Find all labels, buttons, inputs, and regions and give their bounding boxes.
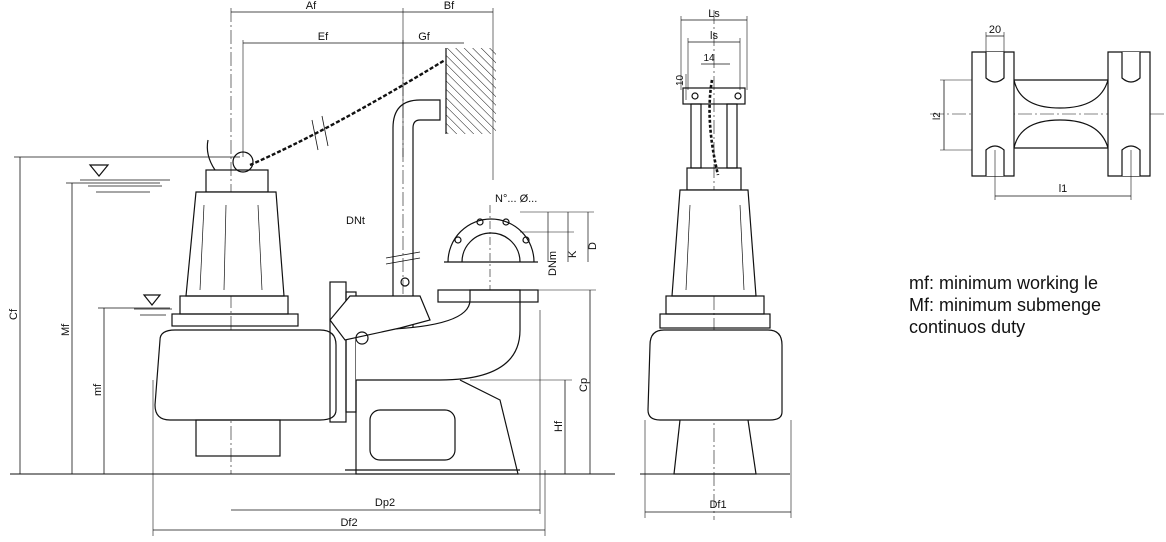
dim-l1: l1	[1059, 183, 1068, 195]
dim-mf-upper: Mf	[60, 323, 72, 336]
dim-hf: Hf	[553, 420, 565, 432]
bracket-plan-view	[930, 32, 1166, 200]
side-view	[640, 10, 792, 520]
dim-10: 10	[675, 74, 686, 86]
dim-df2: Df2	[340, 517, 357, 529]
dim-l2: l2	[932, 112, 943, 120]
dim-gf: Gf	[418, 31, 431, 43]
legend-continuous-duty: continuos duty	[909, 317, 1026, 337]
legend-mf-min-working: mf: minimum working le	[909, 273, 1099, 293]
dim-ef: Ef	[318, 31, 329, 43]
dim-holes: N°... Ø...	[495, 193, 537, 205]
dim-ls-outer: Ls	[708, 8, 720, 20]
dim-ls-inner: ls	[710, 30, 718, 42]
dim-14: 14	[703, 53, 715, 64]
front-view	[10, 8, 615, 536]
dim-d: D	[587, 242, 599, 250]
dim-af: Af	[306, 0, 317, 12]
dim-cf: Cf	[8, 308, 20, 320]
dim-df1: Df1	[709, 499, 726, 511]
dim-mf-lower: mf	[92, 383, 104, 396]
dim-bf: Bf	[444, 0, 455, 12]
dim-dnm: DNm	[547, 251, 559, 276]
legend: mf: minimum working le Mf: minimum subme…	[909, 272, 1101, 338]
legend-mf-min-submerged: Mf: minimum submenge	[909, 295, 1102, 315]
dim-dp2: Dp2	[375, 497, 395, 509]
dim-cp: Cp	[578, 378, 590, 392]
dim-dnt: DNt	[346, 215, 365, 227]
dim-20: 20	[989, 24, 1001, 36]
dim-k: K	[567, 250, 579, 258]
